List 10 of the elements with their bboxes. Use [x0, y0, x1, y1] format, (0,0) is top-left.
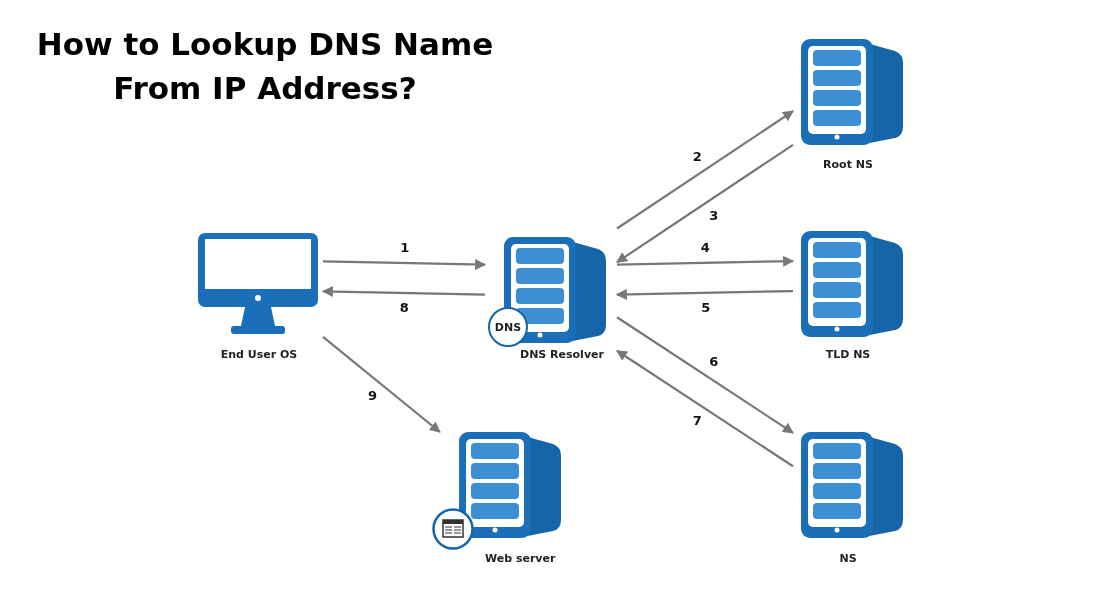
node-label: TLD NS — [824, 348, 872, 361]
step-number: 1 — [398, 240, 412, 255]
step-number: 8 — [397, 300, 411, 315]
node-label: Root NS — [822, 158, 874, 171]
node-label: End User OS — [219, 348, 299, 361]
badge-label: DNS — [494, 320, 522, 334]
node-label: NS — [838, 552, 858, 565]
node-label: Web server — [485, 552, 556, 565]
title: How to Lookup DNS Name From IP Address? — [35, 25, 495, 108]
node-label: DNS Resolver — [520, 348, 604, 361]
